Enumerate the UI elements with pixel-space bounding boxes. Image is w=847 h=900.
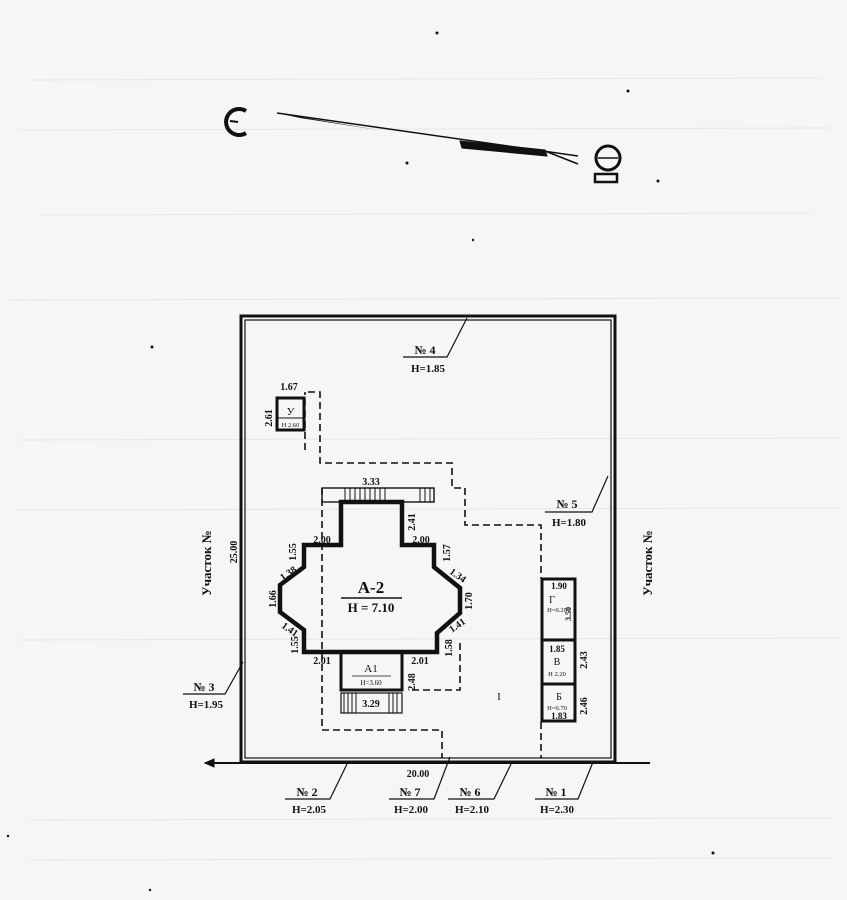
neighbour-plot-right: Участок № <box>640 530 655 596</box>
fence-4-number: № 4 <box>414 343 435 357</box>
fence-1-number: № 1 <box>545 785 566 799</box>
shed-g-height: H=0.20 <box>547 607 567 614</box>
fence-3-height: H=1.95 <box>189 699 224 711</box>
shed-b-dim-top: 1.83 <box>551 711 567 721</box>
shed-g-dim-side: 3.50 <box>564 607 573 621</box>
dim-right-upper: 1.57 <box>442 544 453 562</box>
shed-v-dim-side: 2.43 <box>579 651 590 669</box>
outbuilding-u: У H 2.60 1.67 2.61 <box>264 382 306 432</box>
outbuilding-u-dim-top: 1.67 <box>280 382 298 393</box>
main-building: А-2 H = 7.10 3.33 2.41 2.00 2.00 1.55 1.… <box>268 477 475 691</box>
fence-2-height: H=2.05 <box>292 804 327 816</box>
shed-g-dim-top: 1.90 <box>551 581 567 591</box>
dim-right-side: 1.70 <box>464 592 475 610</box>
plot-bottom-dimension: 20.00 <box>407 769 430 780</box>
fence-3-number: № 3 <box>193 680 214 694</box>
fence-2-number: № 2 <box>296 785 317 799</box>
fence-7-number: № 7 <box>399 785 420 799</box>
scan-specks <box>6 31 715 892</box>
annex-height: H=3.60 <box>360 679 382 687</box>
annex: А1 H=3.60 3.29 <box>339 650 404 714</box>
north-arrow-icon <box>224 107 622 184</box>
fence-5-height: H=1.80 <box>552 517 587 529</box>
dim-left-upper: 1.55 <box>288 543 299 561</box>
neighbour-plot-left: Участок № <box>199 530 214 596</box>
dim-bottom-left: 2.01 <box>313 656 331 667</box>
inner-fences <box>304 391 542 758</box>
dim-left-lower: 1.55 <box>290 636 301 654</box>
street-line <box>203 758 650 768</box>
dim-right-lower: 1.58 <box>444 639 455 657</box>
shed-b-name: Б <box>556 692 562 703</box>
dim-left-side: 1.66 <box>268 590 279 608</box>
fence-labels: № 4 H=1.85 № 5 H=1.80 № 3 H=1.95 № 2 H=2… <box>189 343 587 816</box>
shed-v-height: H 2.20 <box>548 671 566 678</box>
dim-top-right-step: 2.41 <box>407 513 418 531</box>
fence-1-height: H=2.30 <box>540 804 575 816</box>
fence-callouts <box>183 317 609 800</box>
dim-top-right: 2.00 <box>412 535 430 546</box>
shed-v-name: В <box>554 657 561 668</box>
outbuilding-u-height: H 2.60 <box>282 422 300 429</box>
dim-top-left: 2.00 <box>313 535 331 546</box>
sheds: 1.90 Г H=0.20 3.50 1.85 В H 2.20 2.43 Б … <box>540 577 590 723</box>
fence-6-height: H=2.10 <box>455 804 490 816</box>
shed-b-dim-side: 2.46 <box>579 697 590 715</box>
fence-5-number: № 5 <box>556 497 577 511</box>
dim-top-width: 3.33 <box>362 477 380 488</box>
plot-left-dimension: 25.00 <box>229 541 240 564</box>
fence-7-height: H=2.00 <box>394 804 429 816</box>
dim-bottom-step: 2.48 <box>407 673 418 691</box>
shed-b-height: H=0.70 <box>547 705 567 712</box>
shed-g-name: Г <box>549 595 555 606</box>
fence-4-height: H=1.85 <box>411 363 446 375</box>
outbuilding-u-label: У <box>287 406 295 418</box>
dim-bottom-right: 2.01 <box>411 656 429 667</box>
dim-left-diag-upper: 1.38 <box>278 564 299 583</box>
scan-texture <box>9 77 841 861</box>
annex-name: А1 <box>364 663 377 675</box>
main-building-height: H = 7.10 <box>348 600 395 615</box>
dim-bottom-width: 3.29 <box>362 699 380 710</box>
fence-6-number: № 6 <box>459 785 480 799</box>
outbuilding-u-dim-side: 2.61 <box>264 409 275 427</box>
yard-label: I <box>497 691 501 703</box>
shed-v-dim-top: 1.85 <box>549 644 565 654</box>
main-building-name: А-2 <box>358 578 384 597</box>
